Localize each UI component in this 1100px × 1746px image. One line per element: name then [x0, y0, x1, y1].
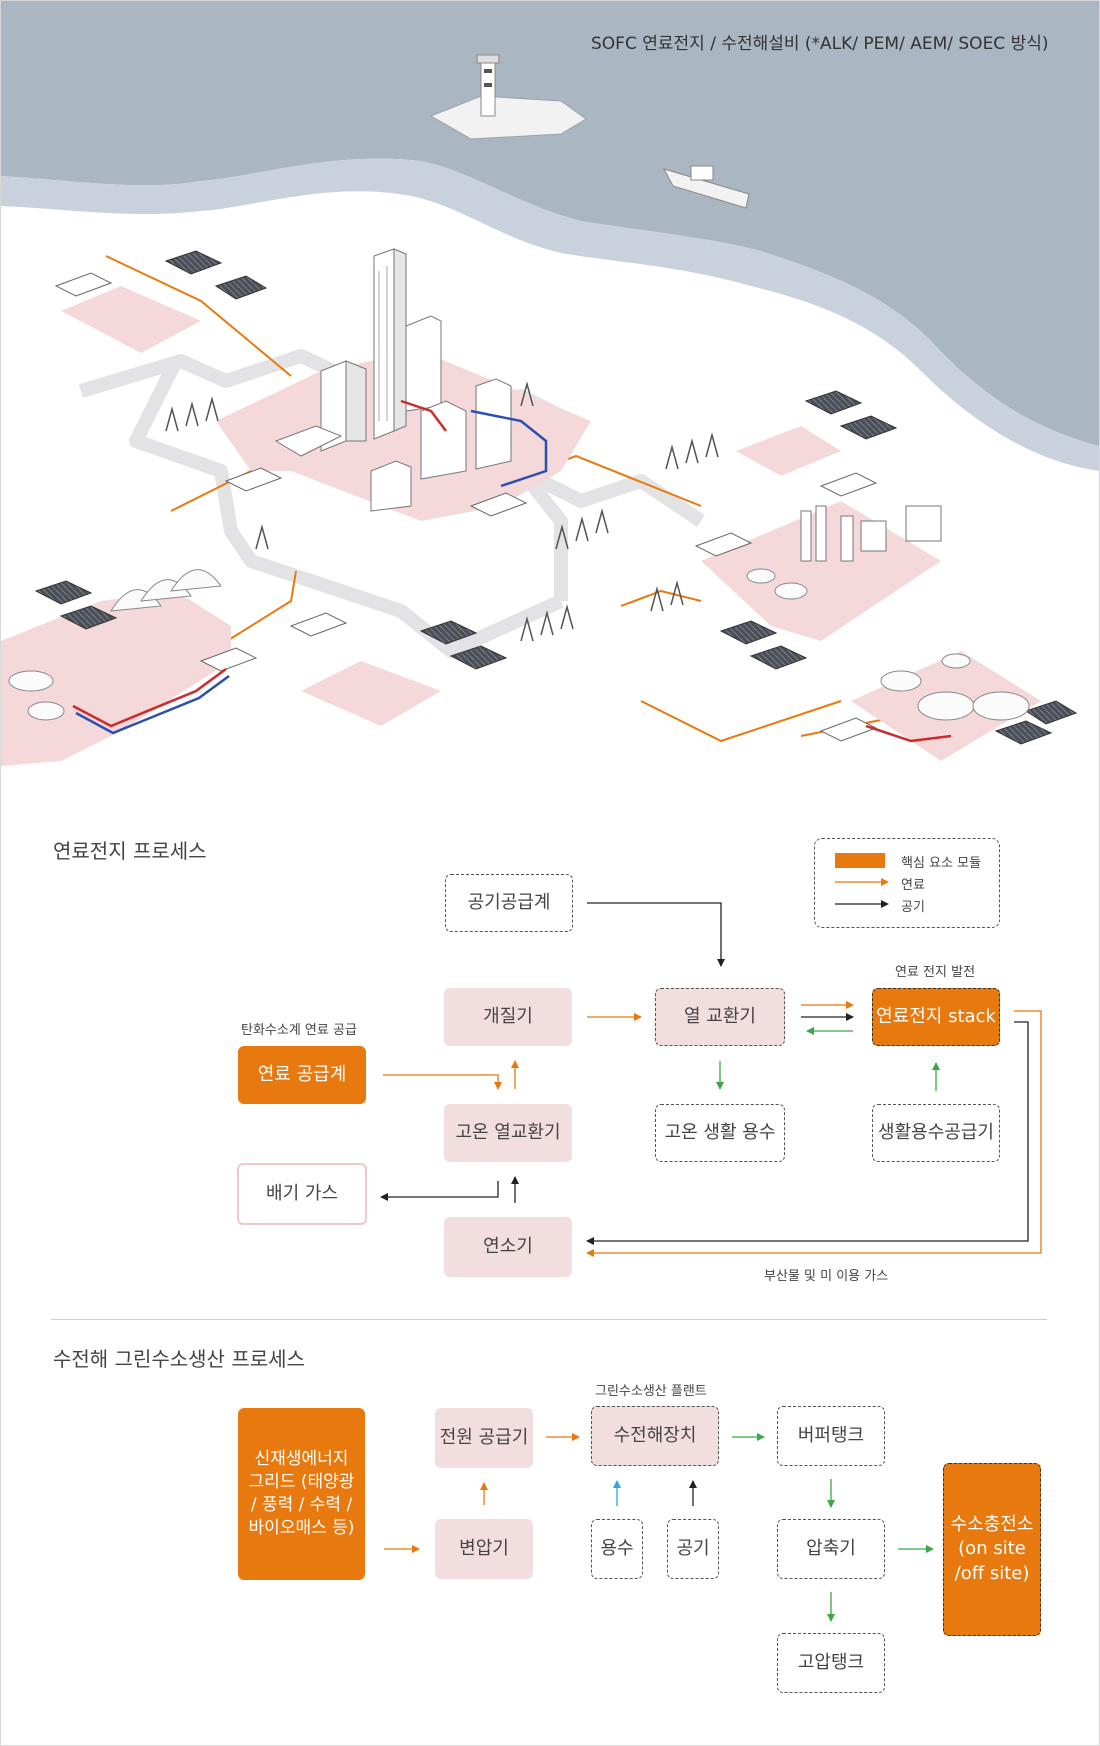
- zone-greenhouse: [1, 591, 231, 766]
- sea: [1, 1, 1099, 446]
- node-compressor: 압축기: [777, 1519, 885, 1579]
- node-transformer: 변압기: [435, 1519, 533, 1579]
- header-caption: SOFC 연료전지 / 수전해설비 (*ALK/ PEM/ AEM/ SOEC …: [591, 34, 1049, 54]
- city-buildings: [274, 315, 512, 512]
- electrolysis-section-title: 수전해 그린수소생산 프로세스: [53, 1347, 305, 1371]
- fuel-cell-section-title: 연료전지 프로세스: [53, 839, 207, 863]
- greenhouse-icons: [110, 569, 222, 612]
- lighthouse-icon: [429, 54, 587, 140]
- node-water: 용수: [591, 1519, 643, 1579]
- pylon-icons: [165, 381, 719, 642]
- legend-core-label: 핵심 요소 모듈: [901, 856, 982, 871]
- heat-pipes: [72, 399, 952, 743]
- plant-note: 그린수소생산 플랜트: [595, 1384, 707, 1399]
- node-water-supply: 생활용수공급기: [872, 1104, 1000, 1162]
- node-power-supply: 전원 공급기: [435, 1408, 533, 1468]
- skyscraper-icon: [373, 248, 407, 440]
- section-divider: [51, 1319, 1047, 1320]
- ship-icon: [663, 165, 750, 209]
- legend-core-swatch: [835, 853, 885, 868]
- fuel-cell-module-icons: [54, 272, 878, 742]
- node-exhaust-gas: 배기 가스: [237, 1163, 367, 1225]
- node-fuel-cell-stack: 연료전지 stack: [872, 988, 1000, 1046]
- legend: 핵심 요소 모듈 연료 공기: [814, 838, 1000, 928]
- node-air: 공기: [667, 1519, 719, 1579]
- arrow-air-supply-to-heat-exchanger: [587, 902, 725, 967]
- node-hydrogen-station: 수소충전소 (on site /off site): [943, 1463, 1041, 1636]
- node-electrolyzer: 수전해장치: [591, 1406, 719, 1466]
- refinery-icon: [800, 505, 942, 562]
- industrial-complex-illustration: [1, 1, 1099, 766]
- fuel-supply-note: 탄화수소계 연료 공급: [241, 1023, 357, 1038]
- byproduct-note: 부산물 및 미 이용 가스: [764, 1269, 889, 1284]
- node-hot-heat-exchanger: 고온 열교환기: [444, 1104, 572, 1162]
- arrow-hot-hx-to-exhaust: [380, 1181, 499, 1201]
- sea-shallow: [1, 158, 1099, 471]
- legend-air-arrow: [835, 900, 889, 908]
- arrow-fuel-supply-to-hot-hx: [383, 1074, 502, 1090]
- legend-fuel-label: 연료: [901, 878, 925, 893]
- node-air-supply: 공기공급계: [445, 874, 573, 932]
- tank-icons: [8, 568, 1030, 721]
- node-renewable-grid: 신재생에너지 그리드 (태양광 / 풍력 / 수력 / 바이오매스 등): [238, 1408, 365, 1580]
- legend-air-label: 공기: [901, 900, 925, 915]
- node-buffer-tank: 버퍼탱크: [777, 1406, 885, 1466]
- stack-note: 연료 전지 발전: [895, 965, 976, 980]
- node-hot-water: 고온 생활 용수: [655, 1104, 785, 1162]
- node-heat-exchanger: 열 교환기: [655, 988, 785, 1046]
- solar-panel-icons: [34, 250, 1078, 745]
- node-fuel-supply: 연료 공급계: [238, 1046, 366, 1104]
- zone-plant-1: [61, 286, 201, 353]
- node-reformer: 개질기: [444, 988, 572, 1046]
- node-combustor: 연소기: [444, 1217, 572, 1277]
- legend-fuel-arrow: [835, 878, 889, 886]
- node-hp-tank: 고압탱크: [777, 1633, 885, 1693]
- zone-plant-2: [736, 426, 841, 476]
- zone-building: [301, 661, 441, 726]
